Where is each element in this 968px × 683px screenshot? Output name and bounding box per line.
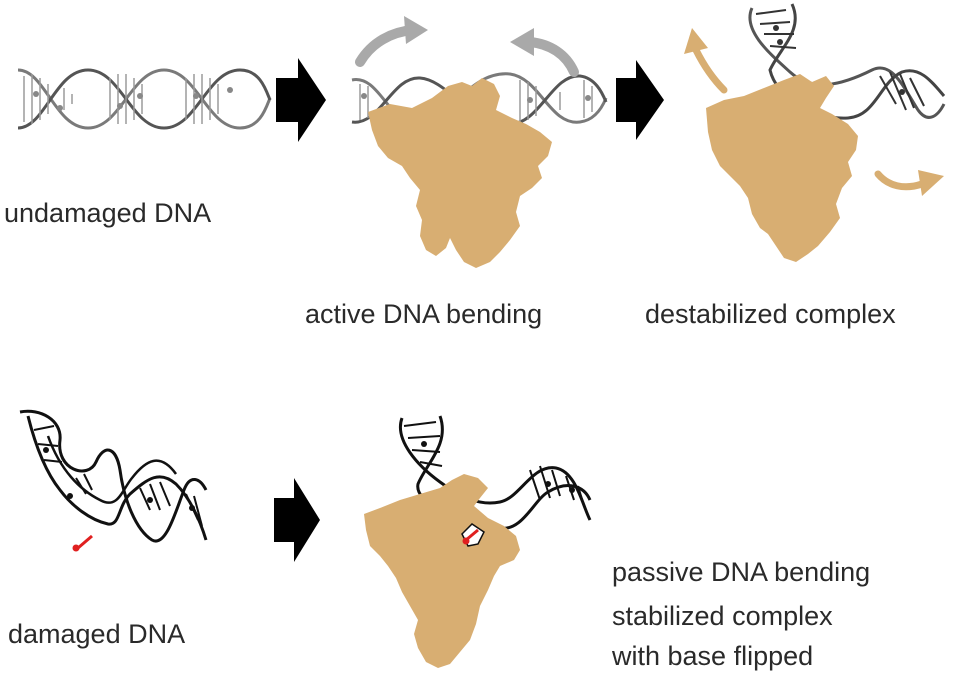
helix-strand-c <box>46 435 178 504</box>
gray-rotation-arrow-right <box>525 37 579 77</box>
protein-blob-destabilized <box>706 74 858 262</box>
helix-strand-b <box>17 68 272 130</box>
label-with-base-flipped: with base flipped <box>612 641 814 671</box>
helix-base-pairs <box>23 74 219 124</box>
helix-strand-a <box>19 409 208 543</box>
helix-base-dots <box>421 441 575 493</box>
orange-arrow-upper <box>692 46 728 94</box>
gray-rotation-arrow-left <box>355 25 417 67</box>
helix-strand-a <box>748 7 946 119</box>
helix-base-dots <box>773 25 905 95</box>
helix-strand-b <box>26 415 208 541</box>
label-stabilized-complex: stabilized complex <box>612 601 833 631</box>
damaged-dna-helix <box>19 409 208 543</box>
label-damaged-dna: damaged DNA <box>8 619 186 649</box>
protein-blob-active <box>368 78 552 268</box>
label-undamaged-dna: undamaged DNA <box>4 198 212 228</box>
helix-base-dots <box>33 87 233 111</box>
helix-strand-a <box>399 417 592 521</box>
orange-arrow-lower <box>874 170 926 191</box>
flow-arrow-3 <box>274 478 320 562</box>
gray-rotation-arrowhead-left <box>404 16 428 44</box>
helix-strand-a <box>17 68 272 130</box>
label-active-dna-bending: active DNA bending <box>305 299 543 329</box>
orange-arrowhead-upper <box>684 28 708 54</box>
gray-rotation-arrowhead-right <box>510 28 534 56</box>
label-passive-dna-bending: passive DNA bending <box>612 557 871 587</box>
helix-base-dots <box>43 447 195 511</box>
flow-arrow-1 <box>276 58 326 142</box>
flow-arrow-2 <box>616 60 664 140</box>
helix-strand-b <box>768 3 946 120</box>
damage-site-marker <box>72 534 93 552</box>
orange-arrowhead-lower <box>918 170 944 196</box>
helix-base-pairs <box>33 425 203 527</box>
protein-blob-stabilized <box>364 474 520 668</box>
label-destabilized-complex: destabilized complex <box>645 299 896 329</box>
helix-base-pairs <box>755 9 925 111</box>
flipped-base-marker <box>461 523 485 547</box>
helix-base-pairs <box>359 80 593 122</box>
helix-base-dots <box>361 93 591 103</box>
destabilized-dna-helix <box>748 3 946 120</box>
undamaged-dna-helix <box>17 68 272 130</box>
